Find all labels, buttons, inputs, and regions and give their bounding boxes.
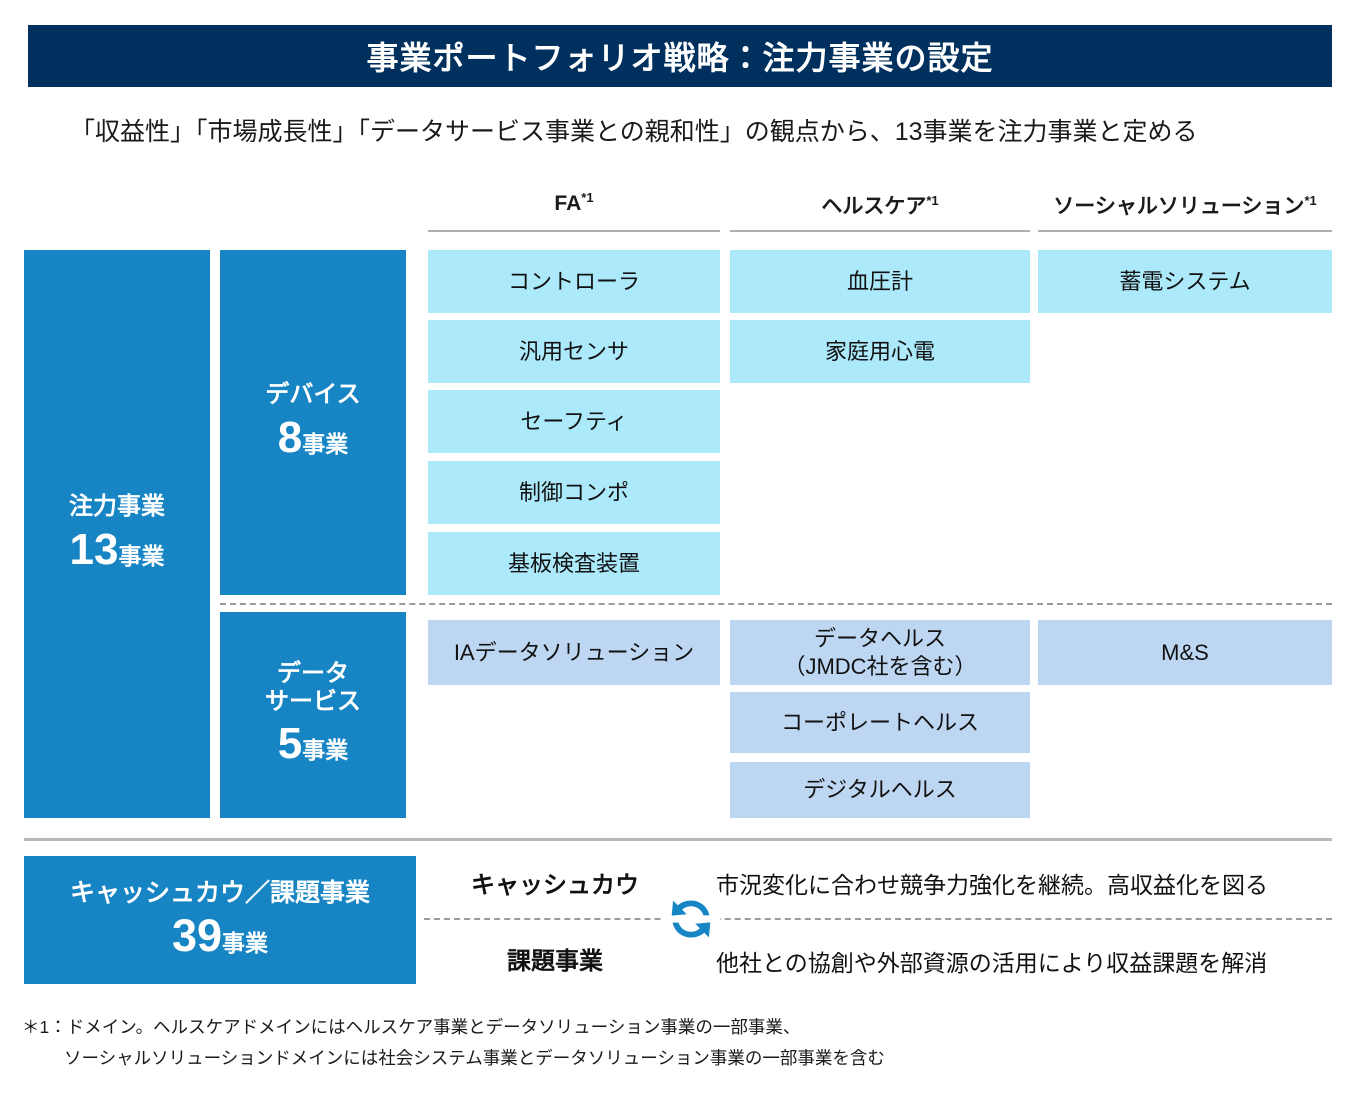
business-cell-data-healthcare-3: デジタルヘルス [730,762,1030,818]
business-cell-data-healthcare-1-line2: （JMDC社を含む） [783,653,977,679]
business-cell-fa-1: コントローラ [428,250,720,313]
section-divider-rule [24,838,1332,841]
cashcow-issue-divider [424,918,1332,920]
business-cell-fa-2: 汎用センサ [428,320,720,383]
business-cell-fa-4: 制御コンポ [428,461,720,524]
cashcow-issue-unit: 事業 [222,929,269,956]
cashcow-issue-label: キャッシュカウ／課題事業 [69,878,370,907]
category-block-device-label: デバイス [265,381,361,409]
business-cell-fa-5: 基板検査装置 [428,532,720,595]
category-block-data-service-count-row: 5事業 [278,718,348,770]
column-header-fa-footnote-mark: *1 [581,190,594,205]
column-header-fa: FA*1 [428,190,720,220]
issue-row-description: 他社との協創や外部資源の活用により収益課題を解消 [716,950,1268,976]
business-cell-data-healthcare-2: コーポレートヘルス [730,692,1030,753]
column-header-healthcare: ヘルスケア*1 [730,190,1030,220]
focus-business-block: 注力事業 13事業 [24,250,210,818]
business-cell-fa-3: セーフティ [428,390,720,453]
category-block-data-service-label: データ [277,659,349,687]
column-header-social-solution: ソーシャルソリューション*1 [1038,190,1332,220]
page-title: 事業ポートフォリオ戦略：注力事業の設定 [366,40,994,76]
column-rule-fa [428,230,720,232]
business-cell-data-healthcare-1: データヘルス （JMDC社を含む） [730,620,1030,685]
business-cell-data-social-1: M&S [1038,620,1332,685]
recycle-arrows-icon [662,890,720,948]
footnote-line-2: ソーシャルソリューションドメインには社会システム事業とデータソリューション事業の… [64,1047,885,1068]
category-block-data-service: データ サービス 5事業 [220,612,406,818]
cashcow-issue-count: 39 [171,909,223,961]
column-rule-healthcare [730,230,1030,232]
category-block-data-service-label-line2: サービス [265,688,361,716]
focus-business-count: 13 [69,524,119,574]
category-block-data-service-count: 5 [277,719,303,769]
focus-business-label: 注力事業 [69,492,165,520]
business-cell-healthcare-2: 家庭用心電 [730,320,1030,383]
slide-title-band: 事業ポートフォリオ戦略：注力事業の設定 [28,25,1332,87]
category-block-device-unit: 事業 [302,430,349,457]
column-header-fa-label: FA [554,192,582,215]
category-block-device-count: 8 [277,412,303,462]
category-block-data-service-unit: 事業 [302,737,349,764]
column-rule-social-solution [1038,230,1332,232]
column-header-social-solution-label: ソーシャルソリューション [1053,195,1305,218]
subtitle-text: 「収益性」「市場成長性」「データサービス事業との親和性」の観点から、13事業を注… [70,118,1198,146]
business-cell-data-healthcare-1-line1: データヘルス [813,626,946,651]
focus-business-count-row: 13事業 [70,525,165,576]
business-cell-data-fa-1: IAデータソリューション [428,620,720,685]
column-header-social-solution-footnote-mark: *1 [1304,193,1317,208]
category-block-device: デバイス 8事業 [220,250,406,595]
business-cell-social-1: 蓄電システム [1038,250,1332,313]
footnote-line-1: ＊1：ドメイン。ヘルスケアドメインにはヘルスケア事業とデータソリューション事業の… [22,1017,801,1037]
footnote: ＊1：ドメイン。ヘルスケアドメインにはヘルスケア事業とデータソリューション事業の… [22,1012,1322,1073]
cashcow-issue-count-row: 39事業 [172,910,268,962]
cashcow-row-label: キャッシュカウ [471,872,639,899]
category-block-device-count-row: 8事業 [278,412,348,464]
device-dataservice-divider [220,603,1332,605]
business-cell-healthcare-1: 血圧計 [730,250,1030,313]
issue-row-label: 課題事業 [507,948,603,975]
cashcow-issue-block: キャッシュカウ／課題事業 39事業 [24,856,416,984]
column-header-healthcare-label: ヘルスケア [821,195,927,218]
focus-business-unit: 事業 [118,542,165,569]
cashcow-row-description: 市況変化に合わせ競争力強化を継続。高収益化を図る [716,872,1268,898]
column-header-healthcare-footnote-mark: *1 [926,193,939,208]
